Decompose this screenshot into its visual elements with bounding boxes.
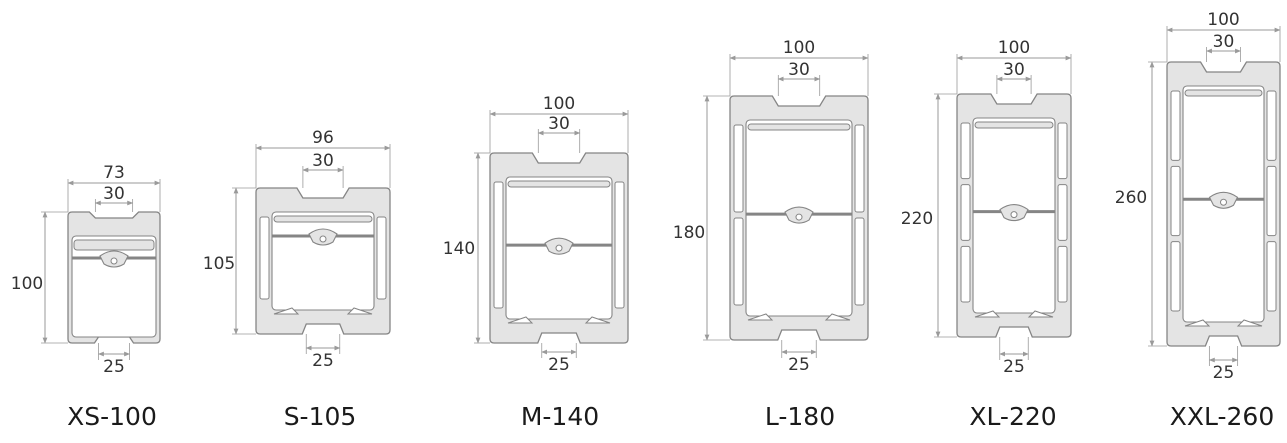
side-chamber-right xyxy=(854,217,865,306)
bottom-slot-label: 25 xyxy=(312,351,334,371)
bottom-wedge-left xyxy=(747,313,774,321)
center-bore xyxy=(555,244,563,252)
side-chamber-left xyxy=(960,184,971,241)
side-chamber-right xyxy=(614,181,625,309)
width-label: 96 xyxy=(312,128,334,148)
bottom-wedge-right xyxy=(1027,310,1054,318)
side-chamber-left xyxy=(493,181,504,309)
top-crossbar xyxy=(747,123,851,131)
height-label: 105 xyxy=(203,254,235,274)
profile-cavity xyxy=(271,211,375,311)
side-chamber-right xyxy=(1266,241,1277,312)
bottom-slot-label: 25 xyxy=(1003,357,1025,377)
side-chamber-left xyxy=(960,245,971,303)
profile-name: XL-220 xyxy=(969,402,1056,431)
side-chamber-left xyxy=(733,217,744,306)
center-bore xyxy=(795,213,803,221)
side-chamber-right xyxy=(376,216,387,300)
bottom-wedge-left xyxy=(507,316,534,324)
center-bore xyxy=(1220,198,1227,206)
top-crossbar xyxy=(974,121,1054,129)
profile-name: XXL-260 xyxy=(1170,402,1274,431)
profile-name: S-105 xyxy=(284,402,357,431)
profile-name: XS-100 xyxy=(67,402,157,431)
bottom-wedge-left xyxy=(273,307,300,315)
top-slot-label: 30 xyxy=(1003,60,1025,80)
side-chamber-left xyxy=(1170,241,1181,312)
center-bore xyxy=(319,235,327,243)
side-chamber-right xyxy=(854,124,865,213)
bottom-wedge-left xyxy=(974,310,1001,318)
side-chamber-left xyxy=(1170,165,1181,237)
width-label: 73 xyxy=(103,163,125,183)
top-slot-label: 30 xyxy=(788,60,810,80)
height-label: 180 xyxy=(673,223,705,243)
side-chamber-right xyxy=(1266,90,1277,161)
bottom-wedge-right xyxy=(346,307,373,315)
top-slot-label: 30 xyxy=(548,114,570,134)
side-chamber-left xyxy=(960,122,971,180)
side-chamber-left xyxy=(1170,90,1181,161)
width-label: 100 xyxy=(998,38,1030,58)
top-crossbar xyxy=(73,239,155,251)
side-chamber-left xyxy=(259,216,270,300)
side-chamber-right xyxy=(1057,245,1068,303)
side-chamber-left xyxy=(733,124,744,213)
top-crossbar xyxy=(1184,89,1263,97)
bottom-slot-label: 25 xyxy=(788,355,810,375)
width-label: 100 xyxy=(543,94,575,114)
bottom-wedge-right xyxy=(584,316,611,324)
width-label: 100 xyxy=(1207,10,1239,30)
side-chamber-right xyxy=(1266,165,1277,237)
width-label: 100 xyxy=(783,38,815,58)
height-label: 220 xyxy=(901,209,933,229)
height-label: 260 xyxy=(1115,188,1147,208)
top-slot-label: 30 xyxy=(312,151,334,171)
side-chamber-right xyxy=(1057,122,1068,180)
top-crossbar xyxy=(273,215,373,223)
top-crossbar xyxy=(507,180,611,188)
profile-name: L-180 xyxy=(765,402,835,431)
bottom-slot-label: 25 xyxy=(103,357,125,377)
bottom-wedge-left xyxy=(1184,319,1211,327)
bottom-slot-label: 25 xyxy=(1213,363,1235,383)
height-label: 140 xyxy=(443,239,475,259)
profile-cavity xyxy=(71,235,157,338)
height-label: 100 xyxy=(11,274,43,294)
top-slot-label: 30 xyxy=(103,184,125,204)
bottom-wedge-right xyxy=(824,313,851,321)
top-slot-label: 30 xyxy=(1213,32,1235,52)
bottom-slot-label: 25 xyxy=(548,355,570,375)
bottom-wedge-right xyxy=(1236,319,1263,327)
profile-s-105: 96 30 105 25S-105 xyxy=(203,128,391,431)
side-chamber-right xyxy=(1057,184,1068,241)
center-bore xyxy=(1010,211,1018,219)
profile-name: M-140 xyxy=(521,402,599,431)
center-bore xyxy=(110,257,118,265)
